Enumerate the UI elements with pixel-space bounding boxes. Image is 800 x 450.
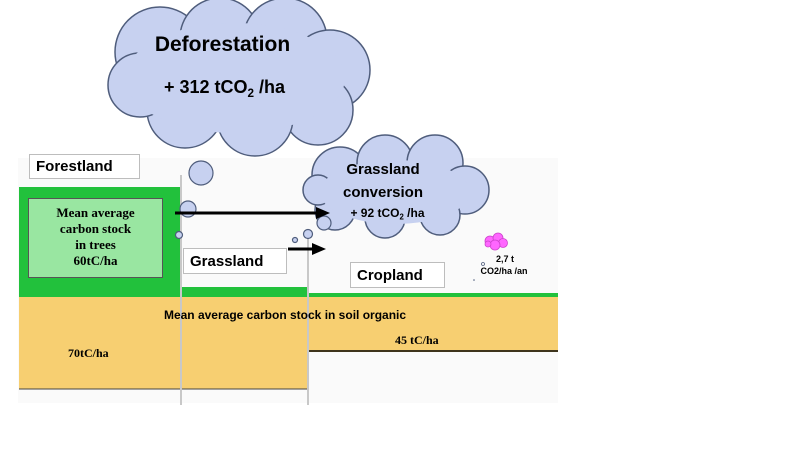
grassland-value-suffix: /ha	[403, 206, 425, 220]
grassland-bubbles	[291, 215, 332, 244]
tree-stock-line-3: in trees	[75, 237, 116, 252]
tree-carbon-stock-box: Mean average carbon stock in trees 60tC/…	[28, 198, 163, 278]
grassland-value-prefix: + 92 tCO	[350, 206, 400, 220]
soil-cropland	[308, 297, 558, 352]
cropland-emission-line-1: 2,7 t	[495, 254, 514, 264]
grassland-value-sub: 2	[399, 212, 404, 222]
grassland-conversion-title-1: Grassland	[346, 161, 420, 178]
cropland-emission-bubble	[481, 262, 485, 266]
cropland-emission-cloud	[484, 232, 508, 251]
deforestation-value: + 312 tCO2 /ha	[132, 77, 317, 101]
soil-forest-grass	[19, 297, 308, 389]
cropland-vegetation	[308, 293, 558, 298]
cropland-label: Cropland	[350, 262, 445, 288]
tree-stock-line-1: Mean average	[56, 205, 135, 220]
deforestation-value-sub: 2	[247, 87, 255, 101]
arrow-forest-to-grass	[175, 207, 330, 219]
grassland-vegetation	[181, 287, 308, 297]
soil-forest-value: 70tC/ha	[68, 346, 109, 360]
tree-stock-line-2: carbon stock	[59, 221, 132, 236]
grassland-conversion-value: + 92 tCO2 /ha	[330, 206, 445, 222]
deforestation-value-prefix: + 312 tCO	[163, 77, 248, 97]
grassland-label: Grassland	[183, 248, 287, 274]
deforestation-cloud	[107, 0, 371, 157]
cropland-emission-line-2: CO2/ha /an	[480, 266, 528, 276]
cropland-emission-dot	[473, 279, 475, 281]
deforestation-title: Deforestation	[154, 33, 291, 56]
soil-cropland-value: 45 tC/ha	[395, 333, 439, 347]
deforestation-value-suffix: /ha	[254, 77, 286, 97]
grassland-conversion-title-2: conversion	[342, 184, 424, 201]
tree-stock-line-4: 60tC/ha	[73, 253, 118, 268]
grassland-cloud	[302, 134, 490, 239]
arrow-grass-to-crop	[288, 243, 326, 255]
soil-title: Mean average carbon stock in soil organi…	[163, 308, 407, 322]
forestland-label: Forestland	[29, 154, 140, 179]
